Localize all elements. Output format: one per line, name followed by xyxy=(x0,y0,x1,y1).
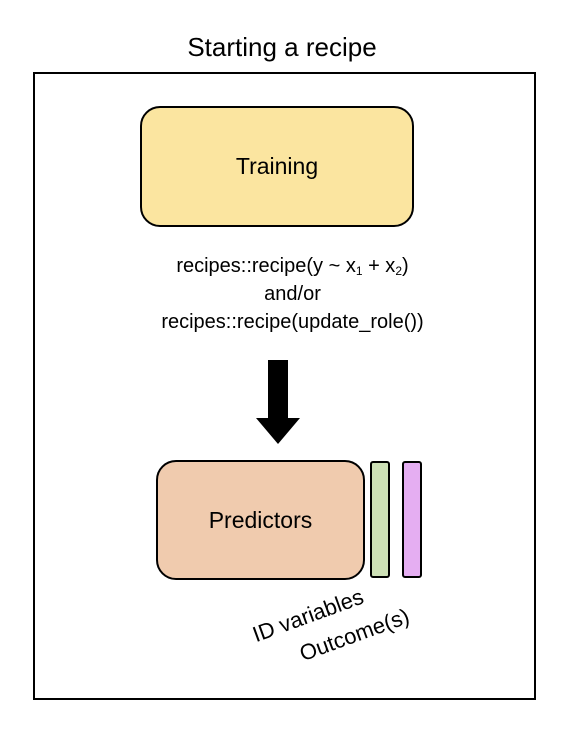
id-variables-strip xyxy=(370,461,390,578)
code-formula-sub2: 2 xyxy=(395,264,402,278)
down-arrow-shape xyxy=(256,360,300,444)
diagram-title: Starting a recipe xyxy=(187,32,377,62)
down-arrow-icon xyxy=(256,360,300,444)
code-line-formula: recipes::recipe(y ~ x1 + x2) xyxy=(120,252,465,280)
training-box: Training xyxy=(140,106,414,227)
training-label: Training xyxy=(235,153,319,179)
diagram-frame xyxy=(33,72,536,700)
predictors-label: Predictors xyxy=(208,506,313,533)
code-formula-sub1: 1 xyxy=(355,264,363,278)
outcome-strip xyxy=(402,461,422,578)
code-formula-suffix: ) xyxy=(402,255,409,277)
predictors-box: Predictors xyxy=(156,460,365,580)
code-formula-middle: + x xyxy=(362,255,396,277)
code-line-update-role: recipes::recipe(update_role()) xyxy=(161,311,424,333)
code-formula-prefix: recipes::recipe(y ~ x xyxy=(176,255,356,277)
recipe-code: recipes::recipe(y ~ x1 + x2) and/or reci… xyxy=(120,252,465,336)
code-line-andor: and/or xyxy=(264,283,321,305)
